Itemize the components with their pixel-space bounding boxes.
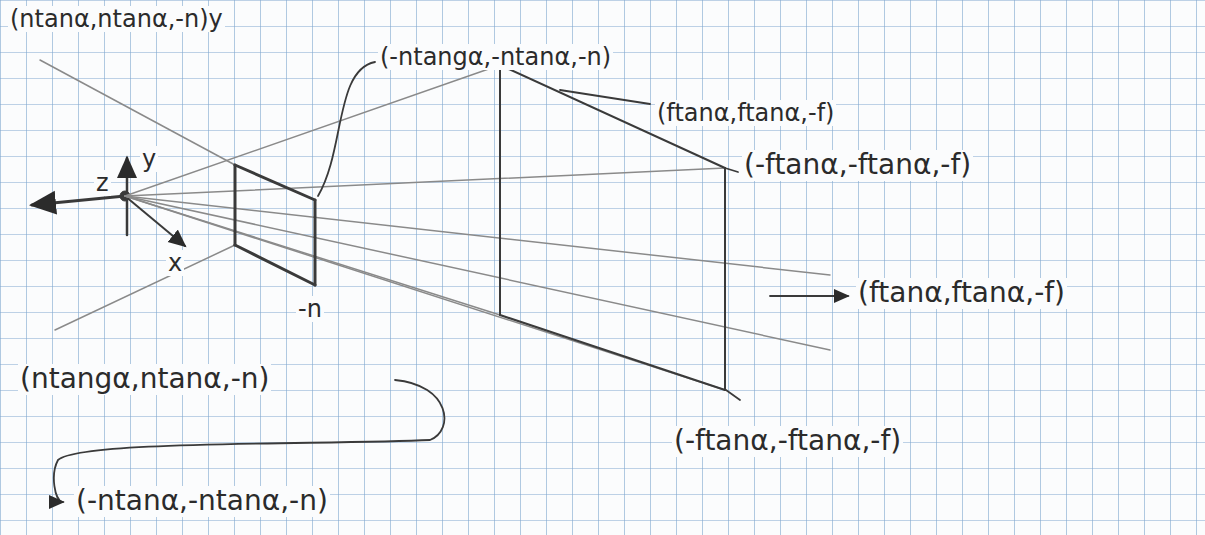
vertex-label: (-ftanα,-ftanα,-f) [672, 426, 903, 457]
axis-label: z [94, 170, 111, 196]
vertex-label: (-ntangα,-ntanα,-n) [378, 44, 613, 70]
axis-label: x [166, 250, 184, 276]
vertex-label: (ntanα,ntanα,-n)y [8, 6, 225, 32]
vertex-label: (ntangα,ntanα,-n) [18, 364, 271, 395]
vertex-label: (-ftanα,-ftanα,-f) [742, 150, 973, 181]
vertex-label: (ftanα,ftanα,-f) [655, 100, 836, 126]
plane-label: -n [296, 296, 324, 322]
axis-label: y [140, 146, 158, 172]
vertex-label: (-ntanα,-ntanα,-n) [74, 486, 330, 517]
vertex-label: (ftanα,ftanα,-f) [856, 278, 1067, 309]
